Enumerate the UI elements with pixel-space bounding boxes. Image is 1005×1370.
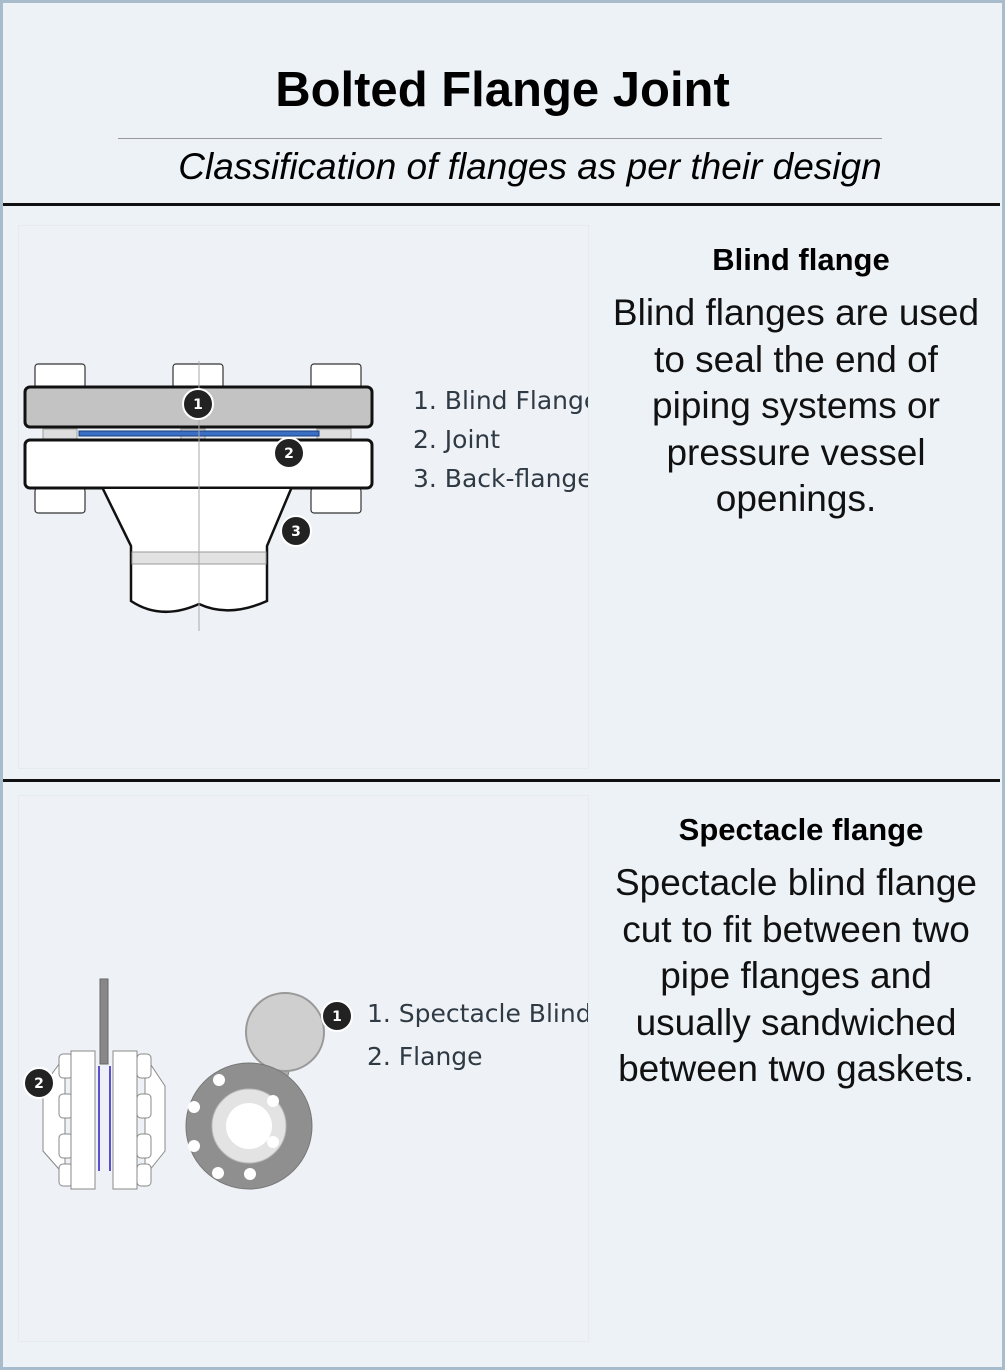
legend-item: 2. Joint bbox=[413, 425, 500, 454]
badge-2: 2 bbox=[273, 437, 305, 469]
section-heading: Blind flange bbox=[712, 242, 890, 277]
blind-flange-diagram: 1 2 3 1. Blind Flange 2. Joint 3. Back-f… bbox=[18, 225, 599, 769]
section-divider bbox=[3, 779, 1000, 782]
section-description: Blind flanges are used to seal the end o… bbox=[612, 292, 980, 519]
section-heading: Spectacle flange bbox=[678, 812, 924, 847]
svg-text:3: 3 bbox=[291, 524, 301, 540]
legend-item: 1. Spectacle Blind bbox=[367, 999, 588, 1028]
legend-item: 3. Back-flange bbox=[413, 464, 588, 493]
legend-item: 2. Flange bbox=[367, 1042, 483, 1071]
badge-1: 1 bbox=[182, 388, 214, 420]
badge-3: 3 bbox=[280, 515, 312, 547]
flange-front bbox=[185, 1062, 313, 1190]
spectacle-flange-diagram: 1 2 1. Spectacle Blind 2. Flange bbox=[18, 795, 592, 1342]
page-subtitle: Classification of flanges as per their d… bbox=[178, 146, 882, 187]
svg-text:2: 2 bbox=[284, 446, 294, 462]
section-divider bbox=[3, 203, 1000, 206]
legend-item: 1. Blind Flange bbox=[413, 386, 588, 415]
svg-text:1: 1 bbox=[193, 397, 203, 413]
page-title: Bolted Flange Joint bbox=[275, 63, 730, 117]
badge-2: 2 bbox=[23, 1067, 55, 1099]
svg-text:1: 1 bbox=[332, 1009, 342, 1025]
badge-1: 1 bbox=[321, 1000, 353, 1032]
title-divider bbox=[118, 138, 882, 139]
svg-text:2: 2 bbox=[34, 1076, 44, 1092]
section-description: Spectacle blind flange cut to fit betwee… bbox=[614, 862, 978, 1089]
